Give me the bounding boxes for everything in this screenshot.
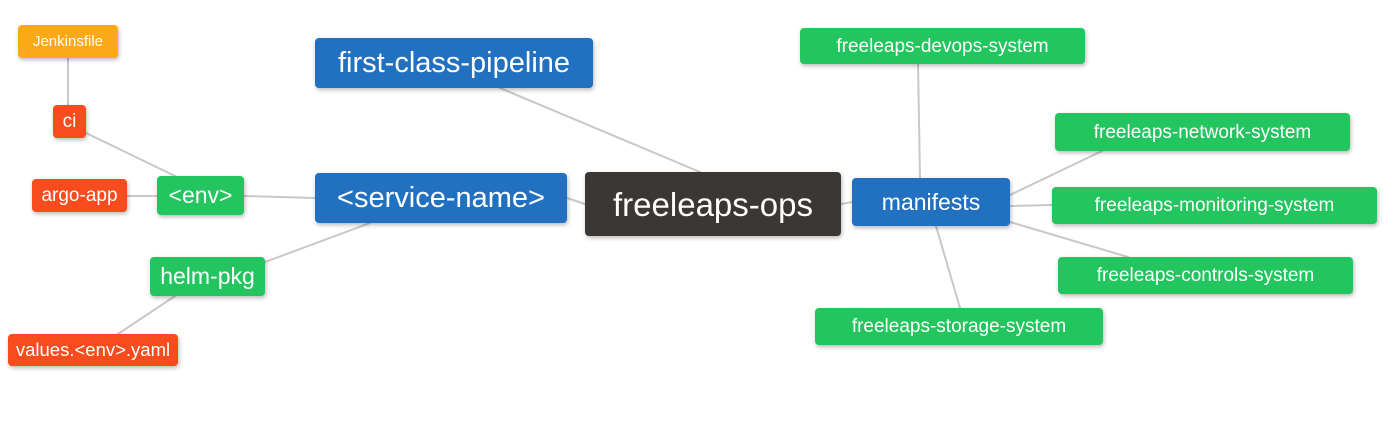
edge-freeleaps-ops-to-service-name xyxy=(566,197,586,205)
mindmap-node-ci[interactable]: ci xyxy=(53,105,86,138)
mindmap-node-jenkinsfile[interactable]: Jenkinsfile xyxy=(18,25,118,58)
node-label-helm-pkg: helm-pkg xyxy=(160,263,255,289)
node-label-values-env-yaml: values.<env>.yaml xyxy=(15,338,171,360)
edge-manifests-to-freeleaps-devops-system xyxy=(917,63,921,179)
mindmap-node-argo-app[interactable]: argo-app xyxy=(32,179,127,212)
mindmap-node-env[interactable]: <env> xyxy=(157,176,244,215)
node-label-env: <env> xyxy=(168,182,233,208)
node-label-manifests: manifests xyxy=(881,188,981,215)
edge-freeleaps-ops-to-manifests xyxy=(840,201,853,205)
mindmap-node-freeleaps-monitoring-system[interactable]: freeleaps-monitoring-system xyxy=(1052,187,1377,224)
edge-service-name-to-env xyxy=(243,195,316,199)
mindmap-node-freeleaps-network-system[interactable]: freeleaps-network-system xyxy=(1055,113,1350,151)
mindmap-node-values-env-yaml[interactable]: values.<env>.yaml xyxy=(8,334,178,366)
mindmap-node-freeleaps-storage-system[interactable]: freeleaps-storage-system xyxy=(815,308,1103,345)
node-label-argo-app: argo-app xyxy=(41,185,118,206)
mindmap-node-freeleaps-controls-system[interactable]: freeleaps-controls-system xyxy=(1058,257,1353,294)
edge-manifests-to-freeleaps-controls-system xyxy=(1009,221,1129,258)
node-label-freeleaps-monitoring-system: freeleaps-monitoring-system xyxy=(1094,195,1335,216)
mindmap-node-service-name[interactable]: <service-name> xyxy=(315,173,567,223)
mindmap-node-manifests[interactable]: manifests xyxy=(852,178,1010,226)
mindmap-node-helm-pkg[interactable]: helm-pkg xyxy=(150,257,265,296)
edge-service-name-to-helm-pkg xyxy=(264,222,371,263)
mindmap-node-freeleaps-ops[interactable]: freeleaps-ops xyxy=(585,172,841,236)
edge-helm-pkg-to-values-env-yaml xyxy=(117,295,176,335)
node-label-jenkinsfile: Jenkinsfile xyxy=(32,33,104,50)
edge-env-to-ci xyxy=(85,132,176,177)
node-label-freeleaps-devops-system: freeleaps-devops-system xyxy=(836,35,1049,57)
node-label-service-name: <service-name> xyxy=(337,181,545,214)
edge-freeleaps-ops-to-first-class-pipeline xyxy=(499,87,701,173)
node-label-freeleaps-storage-system: freeleaps-storage-system xyxy=(851,316,1067,337)
mindmap-node-freeleaps-devops-system[interactable]: freeleaps-devops-system xyxy=(800,28,1085,64)
node-label-first-class-pipeline: first-class-pipeline xyxy=(337,46,571,79)
mindmap-node-first-class-pipeline[interactable]: first-class-pipeline xyxy=(315,38,593,88)
edge-manifests-to-freeleaps-monitoring-system xyxy=(1009,204,1053,207)
node-label-ci: ci xyxy=(62,111,77,132)
node-label-freeleaps-network-system: freeleaps-network-system xyxy=(1093,121,1312,143)
node-label-freeleaps-ops: freeleaps-ops xyxy=(613,185,813,223)
edge-manifests-to-freeleaps-storage-system xyxy=(935,225,961,309)
node-label-freeleaps-controls-system: freeleaps-controls-system xyxy=(1096,265,1315,286)
